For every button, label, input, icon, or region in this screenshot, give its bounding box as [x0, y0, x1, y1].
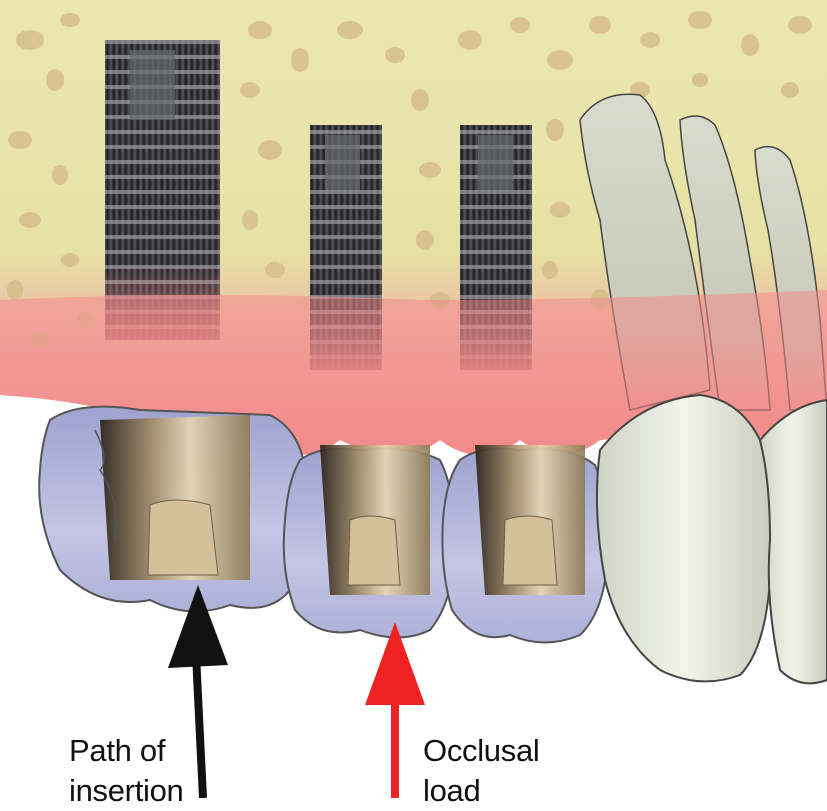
path-of-insertion-label: Path of insertion: [69, 731, 183, 811]
occlusal-load-label: Occlusal load: [423, 731, 539, 811]
crown-3: [442, 445, 608, 643]
natural-tooth-crowns: [597, 395, 827, 683]
crown-2: [284, 445, 455, 638]
occlusal-load-arrow: [365, 622, 425, 798]
implant-1: [105, 40, 220, 340]
crown-1: [39, 407, 306, 612]
